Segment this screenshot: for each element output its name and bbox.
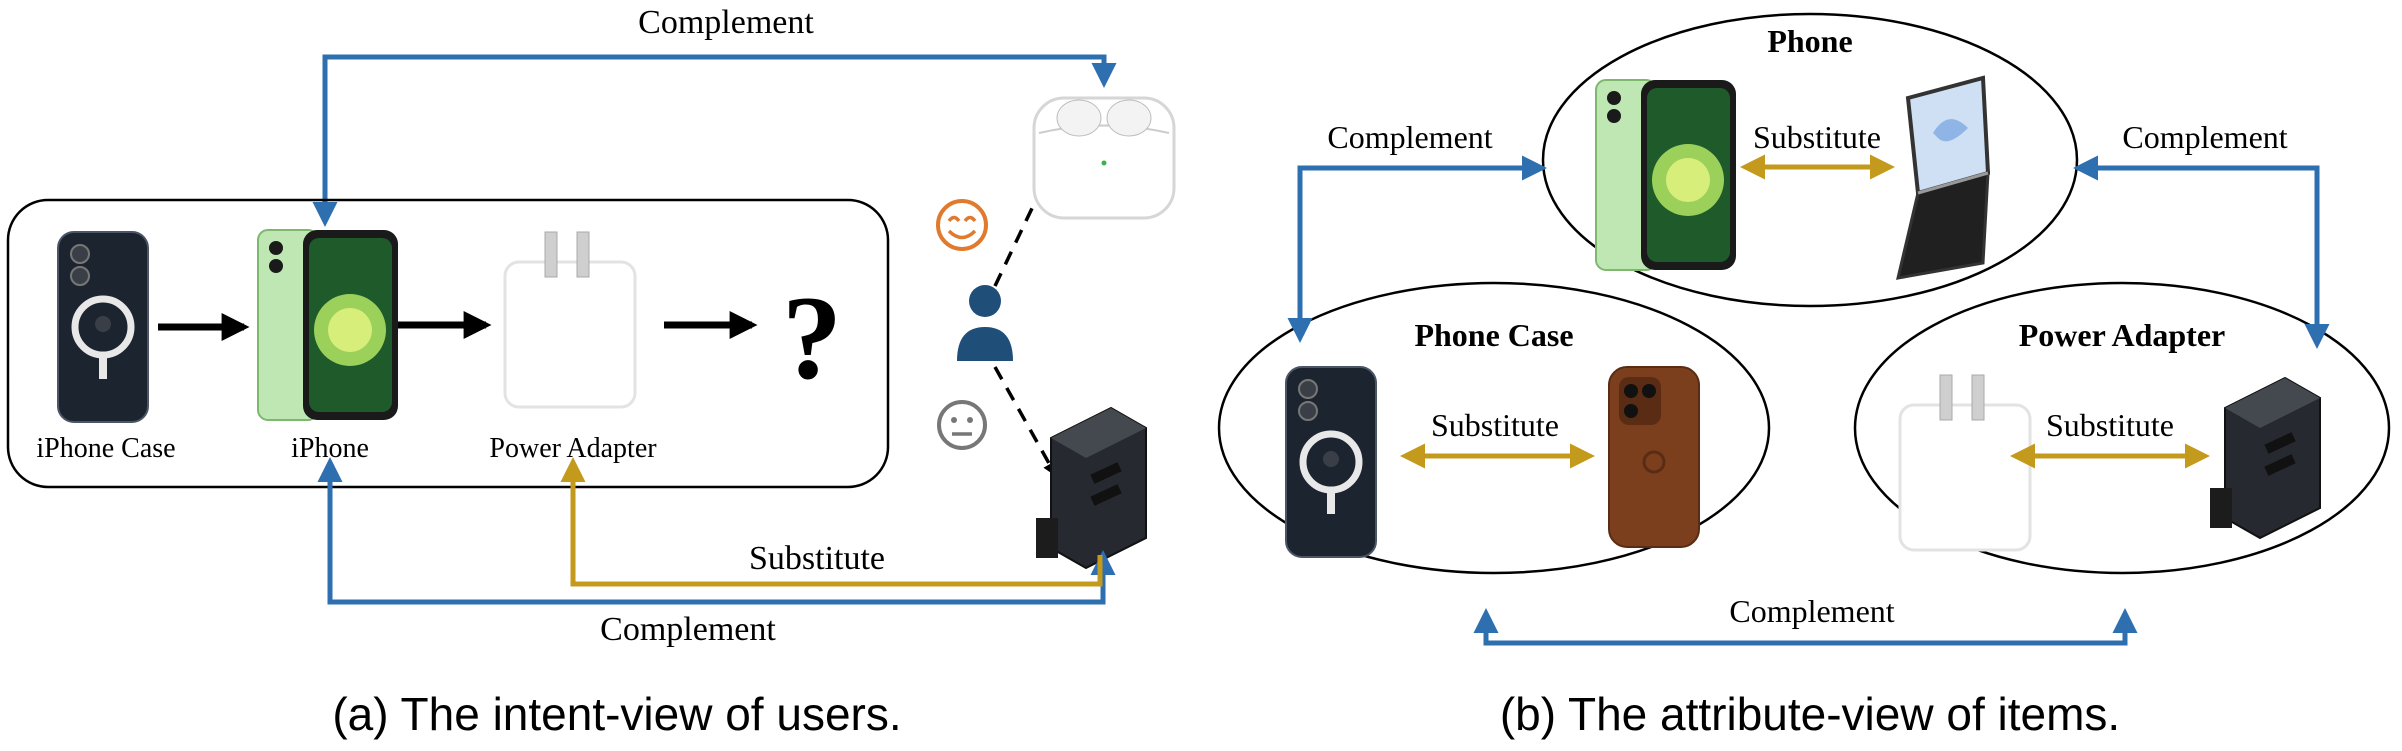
gan-charger-icon [2209,377,2321,539]
group-title-phone: Phone [1767,23,1852,59]
airpods-icon [1032,96,1176,220]
panel-b-caption: (b) The attribute-view of items. [1500,688,2120,740]
complement-label-bottom: Complement [600,611,776,648]
complement-label-top: Complement [638,4,814,41]
sequence-item-label: Power Adapter [489,433,657,464]
substitute-label-bottom: Substitute [749,540,885,577]
complement-edge-right [2073,155,2330,349]
panel-a-caption: (a) The intent-view of users. [332,688,901,740]
complement-label-left: Complement [1327,119,1492,155]
green-iphone-icon [1595,79,1737,271]
complement-edge-top [312,54,1117,227]
complement-edge-bottom [1473,608,2138,646]
clear-magsafe-case-icon [1286,367,1376,557]
green-iphone-icon [257,229,399,421]
complement-edge-bottom [317,457,1116,605]
panel-a: Complement iPhone Case iPhone Power Adap… [6,4,1176,740]
gan-charger-icon [1035,407,1147,569]
unknown-next-item: ? [782,271,842,404]
group-title-phone-case: Phone Case [1414,317,1573,353]
sequence-item-label: iPhone [291,433,369,464]
white-power-adapter-icon [503,230,637,409]
leather-case-icon [1607,365,1701,549]
substitute-label-phone-case: Substitute [1431,407,1559,443]
group-title-power-adapter: Power Adapter [2019,317,2225,353]
complement-edge-left [1287,155,1547,343]
sequence-item-label: iPhone Case [36,433,175,464]
clear-magsafe-case-icon [58,232,148,422]
foldable-phone-icon [1896,76,1990,280]
panel-b: Phone Substitute Phone Case Substitute P… [1217,12,2391,740]
user-icon [957,285,1013,361]
white-power-adapter-icon [1898,373,2032,552]
substitute-label-phone: Substitute [1753,119,1881,155]
substitute-label-power-adapter: Substitute [2046,407,2174,443]
dashed-arrow-to-charger [993,366,1057,477]
complement-label-bottom-b: Complement [1729,593,1894,629]
smiley-face-icon [936,199,988,251]
neutral-face-icon [937,400,987,450]
substitute-edge-bottom [560,457,1103,587]
complement-label-right: Complement [2122,119,2287,155]
